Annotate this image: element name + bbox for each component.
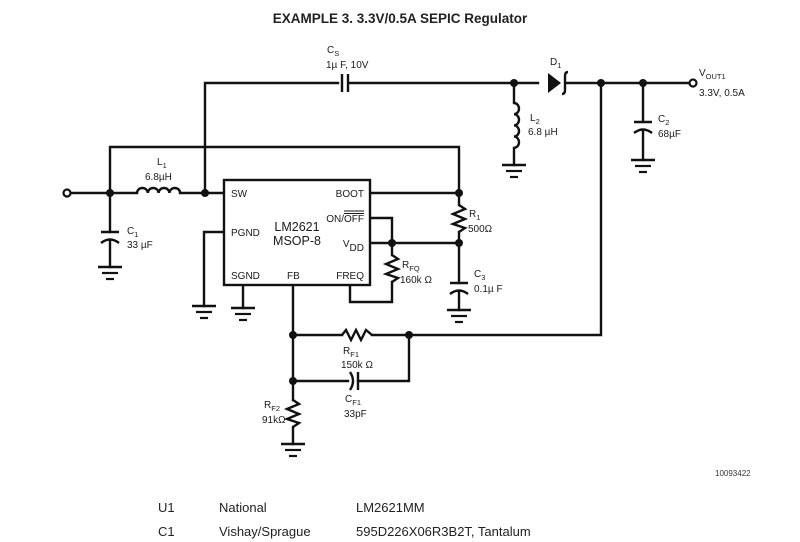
vout-ref: VOUT1 [699, 68, 726, 81]
cf1-value: 33pF [344, 409, 367, 420]
c3-ref: C3 [474, 269, 485, 282]
capacitor-cs [340, 74, 350, 92]
capacitor-c2 [633, 120, 653, 134]
bom-manufacturer: National [219, 500, 267, 515]
pin-vdd-label: VDD [343, 239, 364, 254]
c1-value: 33 µF [127, 240, 153, 251]
l1-ref: L1 [157, 157, 167, 170]
diode-d1 [548, 70, 569, 96]
junction-dot [639, 79, 647, 87]
diagram-title: EXAMPLE 3. 3.3V/0.5A SEPIC Regulator [272, 11, 528, 26]
junction-dot [455, 189, 463, 197]
junction-dot [388, 239, 396, 247]
pin-sw-label: SW [231, 189, 248, 200]
rfq-value: 160k Ω [400, 275, 432, 286]
rf2-ref: RF2 [264, 400, 280, 413]
ic-package-label: MSOP-8 [273, 234, 321, 248]
junction-dot [597, 79, 605, 87]
resistor-rf2 [283, 399, 303, 428]
ground-icon [502, 163, 526, 179]
capacitor-cf1 [348, 371, 360, 391]
inductor-l1 [135, 186, 182, 194]
inductor-l2 [513, 101, 521, 149]
capacitor-c3 [449, 281, 469, 295]
grounds [98, 158, 655, 458]
d1-ref: D1 [550, 57, 561, 70]
bom-manufacturer: Vishay/Sprague [219, 524, 311, 539]
ground-icon [231, 306, 255, 322]
ground-icon [281, 442, 305, 458]
r1-ref: R1 [469, 209, 480, 222]
rfq-ref: RFQ [402, 260, 420, 273]
document-number: 10093422 [715, 469, 751, 478]
l2-value: 6.8 µH [528, 127, 558, 138]
junction-dot [106, 189, 114, 197]
output-terminal [688, 78, 698, 88]
pin-on-off-label: ON/OFF [326, 214, 364, 225]
pin-sgnd-label: SGND [231, 271, 260, 282]
bom-part: 595D226X06R3B2T, Tantalum [356, 524, 531, 539]
ground-icon [192, 304, 216, 320]
vout-value: 3.3V, 0.5A [699, 88, 745, 99]
ground-icon [447, 308, 471, 324]
ic-lm2621 [222, 178, 372, 287]
c1-ref: C1 [127, 226, 138, 239]
rf1-value: 150k Ω [341, 360, 373, 371]
junction-dot [405, 331, 413, 339]
resistor-rf1 [341, 327, 373, 343]
junction-dot [510, 79, 518, 87]
wires [68, 81, 692, 446]
ic-part-label: LM2621 [274, 220, 319, 234]
wire-fb-output [407, 81, 603, 337]
pin-boot-label: BOOT [336, 189, 364, 200]
c2-value: 68µF [658, 129, 681, 140]
input-terminal [62, 188, 72, 198]
junction-dot [289, 377, 297, 385]
junction-dot [455, 239, 463, 247]
rf2-value: 91kΩ [262, 415, 286, 426]
ground-icon [98, 265, 122, 281]
wire-freq [348, 280, 394, 304]
wire-sw-cs [203, 81, 340, 195]
wire-on-off [368, 216, 394, 245]
cs-ref: CS [327, 45, 339, 58]
l1-value: 6.8µH [145, 172, 172, 183]
bom-part: LM2621MM [356, 500, 425, 515]
pin-pgnd-label: PGND [231, 228, 260, 239]
junctions [106, 79, 647, 385]
r1-value: 500Ω [468, 224, 493, 235]
resistor-r1 [449, 204, 469, 233]
junction-dot [201, 189, 209, 197]
pin-fb-label: FB [287, 271, 300, 282]
resistor-rfq [382, 254, 402, 283]
rf1-ref: RF1 [343, 346, 359, 359]
wire-vin-bus [108, 145, 461, 195]
bom-ref: C1 [158, 524, 175, 539]
pin-freq-label: FREQ [336, 271, 364, 282]
c2-ref: C2 [658, 114, 669, 127]
c3-value: 0.1µ F [474, 284, 503, 295]
wire-cf1-right [356, 333, 411, 383]
bom-ref: U1 [158, 500, 175, 515]
capacitor-c1 [100, 230, 120, 244]
l2-ref: L2 [530, 113, 540, 126]
cs-value: 1µ F, 10V [326, 60, 369, 71]
junction-dot [289, 331, 297, 339]
cf1-ref: CF1 [345, 394, 361, 407]
wire-pgnd [202, 230, 226, 308]
ground-icon [631, 158, 655, 174]
